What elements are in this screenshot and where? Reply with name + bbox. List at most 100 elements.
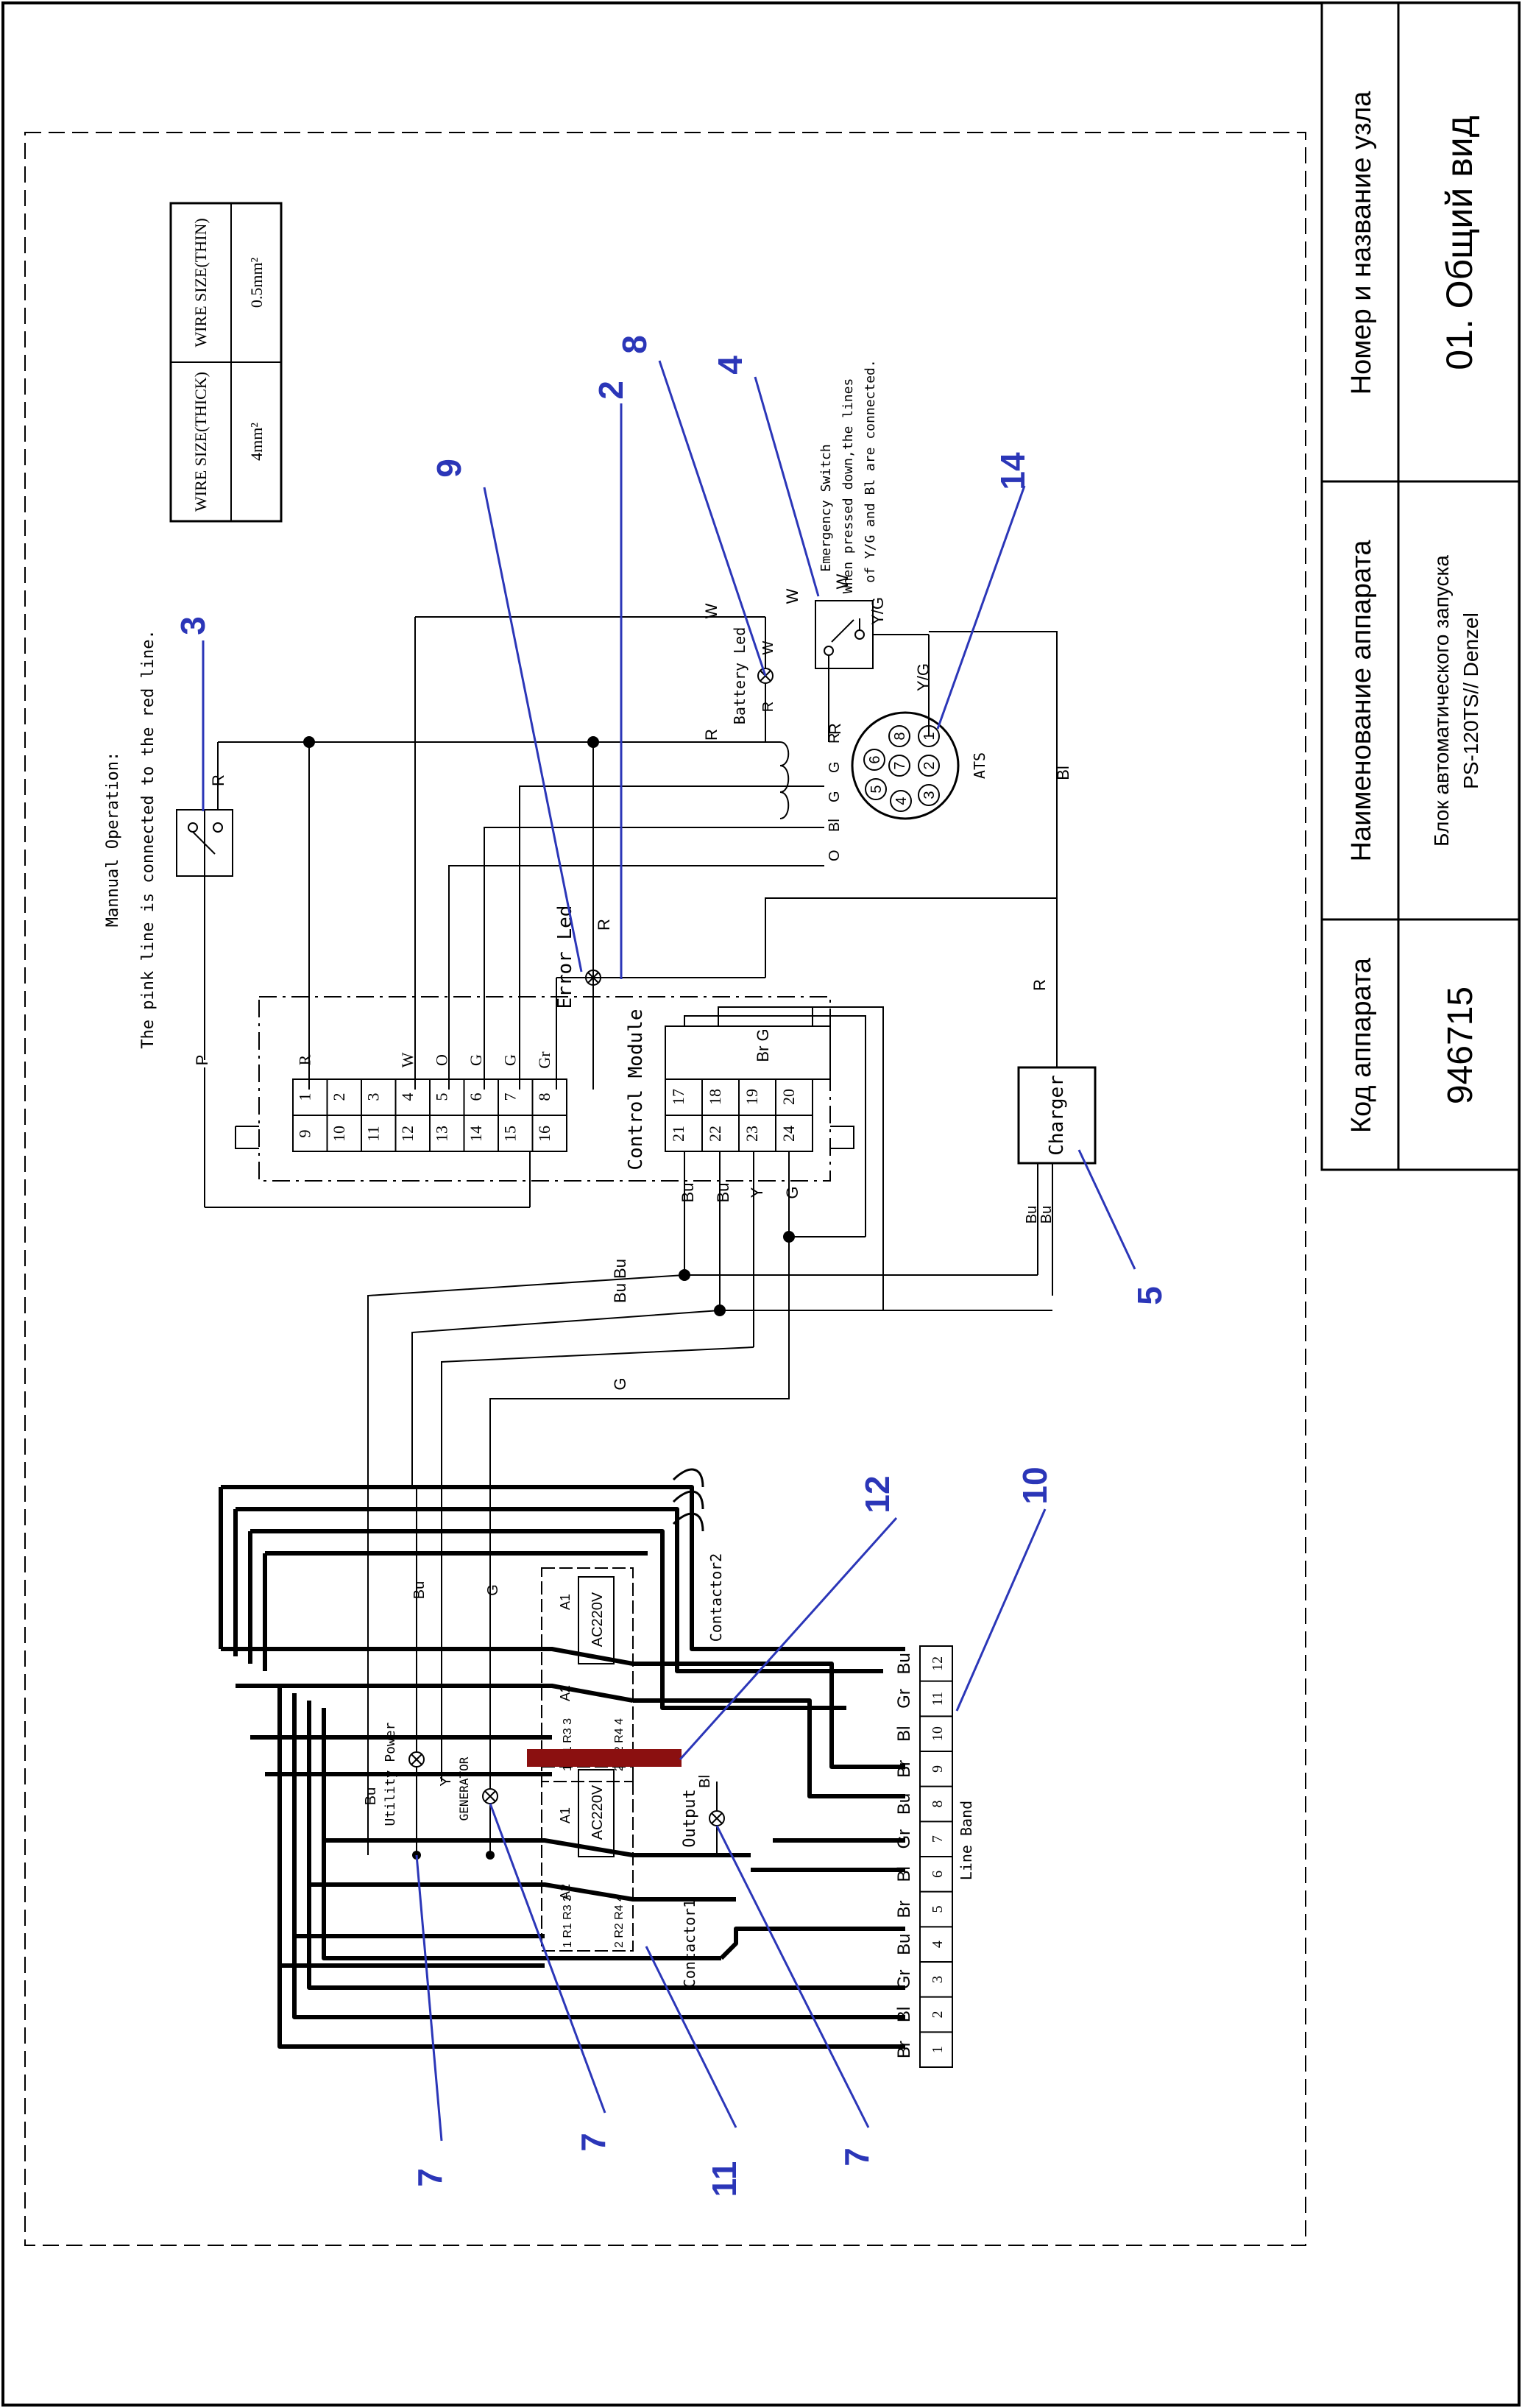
connector-pin: 14 xyxy=(467,1126,485,1142)
connector-pin: 4 xyxy=(398,1093,417,1101)
connector-wire-label: G xyxy=(500,1054,519,1066)
svg-text:Bu: Bu xyxy=(1024,1206,1040,1224)
emergency-note-line1: Emergency Switch xyxy=(818,444,834,571)
connector-pin: 3 xyxy=(364,1093,382,1101)
svg-text:W: W xyxy=(702,603,721,618)
line-band-terminal: 10 xyxy=(930,1726,946,1741)
ats-pin xyxy=(918,755,940,777)
callout-number: 11 xyxy=(705,2161,743,2197)
ats-pin xyxy=(888,755,910,777)
connector-pin: 11 xyxy=(364,1126,382,1141)
charger: Bu Bu xyxy=(1017,1066,1097,1296)
callout-number: 7 xyxy=(838,2147,876,2167)
power-loops xyxy=(219,1485,905,2049)
line-band-wire-color: Gr xyxy=(894,1969,914,1989)
ats-pin-label: 6 xyxy=(867,755,883,763)
line-band-wire-color: Bl xyxy=(894,1866,914,1882)
callout-number: 5 xyxy=(1130,1286,1169,1305)
middle-wiring xyxy=(205,1006,1052,1487)
svg-text:R: R xyxy=(595,919,613,931)
charger-label: Charger xyxy=(1046,1075,1068,1156)
line-band-terminal: 3 xyxy=(930,1976,946,1983)
line-band-wire-color: Bu xyxy=(894,1653,914,1674)
connector-pin: 22 xyxy=(706,1126,724,1142)
callout-number: 10 xyxy=(1016,1466,1054,1504)
wire-thick-header: WIRE SIZE(THICK) xyxy=(191,372,210,512)
contactor-1-label: Contactor1 xyxy=(681,1899,698,1988)
line-band-terminal: 5 xyxy=(930,1906,946,1913)
manual-note-line2: The pink line is connected to the red li… xyxy=(139,629,157,1049)
svg-text:Br G: Br G xyxy=(754,1028,772,1062)
connector-pin: 15 xyxy=(500,1126,519,1142)
connector-pin: 5 xyxy=(432,1093,450,1101)
connector-pin: 1 xyxy=(295,1093,314,1101)
line-band-terminal: 1 xyxy=(930,2046,946,2053)
middle-wire-labels: Bu Bu G Bu Bu Y G Br G xyxy=(611,1028,801,1390)
connector-pin: 24 xyxy=(779,1126,798,1142)
wire-size-table: WIRE SIZE(THIN) 0.5mm² WIRE SIZE(THICK) … xyxy=(169,202,283,523)
callout-number: 3 xyxy=(174,616,212,635)
svg-text:Bl: Bl xyxy=(1054,766,1072,780)
callout-number: 9 xyxy=(430,459,468,478)
title-code-header: Код аппарата xyxy=(1346,957,1377,1133)
ats-pin-label: 3 xyxy=(921,791,938,799)
connector-wire-label: R xyxy=(295,1054,314,1065)
wire-thick-value: 4mm² xyxy=(247,423,266,461)
connector-pin: 19 xyxy=(743,1089,761,1105)
line-band-label: Line Band xyxy=(958,1801,975,1880)
svg-text:A2: A2 xyxy=(558,1884,573,1900)
svg-text:Bu: Bu xyxy=(1038,1206,1055,1224)
svg-text:AC220V: AC220V xyxy=(590,1784,606,1840)
connector-wire-label: G xyxy=(467,1054,485,1066)
error-led-label: Error Led xyxy=(554,905,576,1009)
ats-pin xyxy=(918,725,940,747)
callout-number: 8 xyxy=(615,335,654,354)
ats-pin-label: 5 xyxy=(868,785,885,793)
svg-text:A2: A2 xyxy=(558,1685,573,1701)
svg-text:P: P xyxy=(193,1055,211,1066)
connector-pin: 18 xyxy=(706,1089,724,1105)
utility-power-label: Utility Power xyxy=(383,1722,398,1826)
title-node-value: 01. Общий вид xyxy=(1439,116,1480,370)
connector-pin: 2 xyxy=(330,1093,348,1101)
callout-number: 4 xyxy=(711,356,749,375)
ats-pin-label: 7 xyxy=(892,761,908,769)
connector-pin: 21 xyxy=(669,1126,687,1142)
title-block: Код аппарата 946715 Наименование аппарат… xyxy=(1320,1,1521,1171)
line-band-terminal: 2 xyxy=(930,2011,946,2019)
ats-pin xyxy=(890,790,912,812)
svg-text:R: R xyxy=(827,733,843,744)
indicator-lamps: Bu Bu G Y Bl xyxy=(363,1487,725,1860)
wire-thin-value: 0.5mm² xyxy=(247,257,266,308)
line-band-wire-color: Gr xyxy=(894,1829,914,1849)
svg-text:Bl: Bl xyxy=(697,1775,713,1788)
emergency-switch: Y/G Y/G R xyxy=(815,597,932,742)
drawing-frame xyxy=(24,132,1306,2246)
svg-text:R: R xyxy=(209,774,227,786)
wire-crossovers xyxy=(672,1468,704,1532)
connector-pin: 7 xyxy=(500,1093,519,1101)
svg-text:Bu: Bu xyxy=(679,1183,697,1203)
line-band-terminal: 6 xyxy=(930,1871,946,1878)
line-band-wire-color: Bu xyxy=(894,1793,914,1815)
line-band-terminal: 4 xyxy=(930,1941,946,1948)
ats-pin xyxy=(865,778,887,800)
contactor-1: AC220V A1 A2 1 R1 R3 3 2 R2 R4 4 xyxy=(541,1766,634,1952)
battery-led: W R xyxy=(757,617,776,742)
svg-text:Y: Y xyxy=(748,1187,766,1198)
emergency-note-line3: of Y/G and Bl are connected. xyxy=(863,359,878,582)
callout-number: 12 xyxy=(858,1475,896,1513)
connector-pin: 9 xyxy=(295,1130,314,1138)
ats-pin-label: 8 xyxy=(892,732,908,740)
line-band-wire-color: Br xyxy=(894,1760,914,1778)
connector-pin: 8 xyxy=(535,1093,553,1101)
svg-text:Y: Y xyxy=(438,1776,454,1786)
ats-pin-label: 1 xyxy=(921,732,938,740)
wire-thin-header: WIRE SIZE(THIN) xyxy=(191,218,210,347)
callout-number: 7 xyxy=(411,2168,449,2187)
